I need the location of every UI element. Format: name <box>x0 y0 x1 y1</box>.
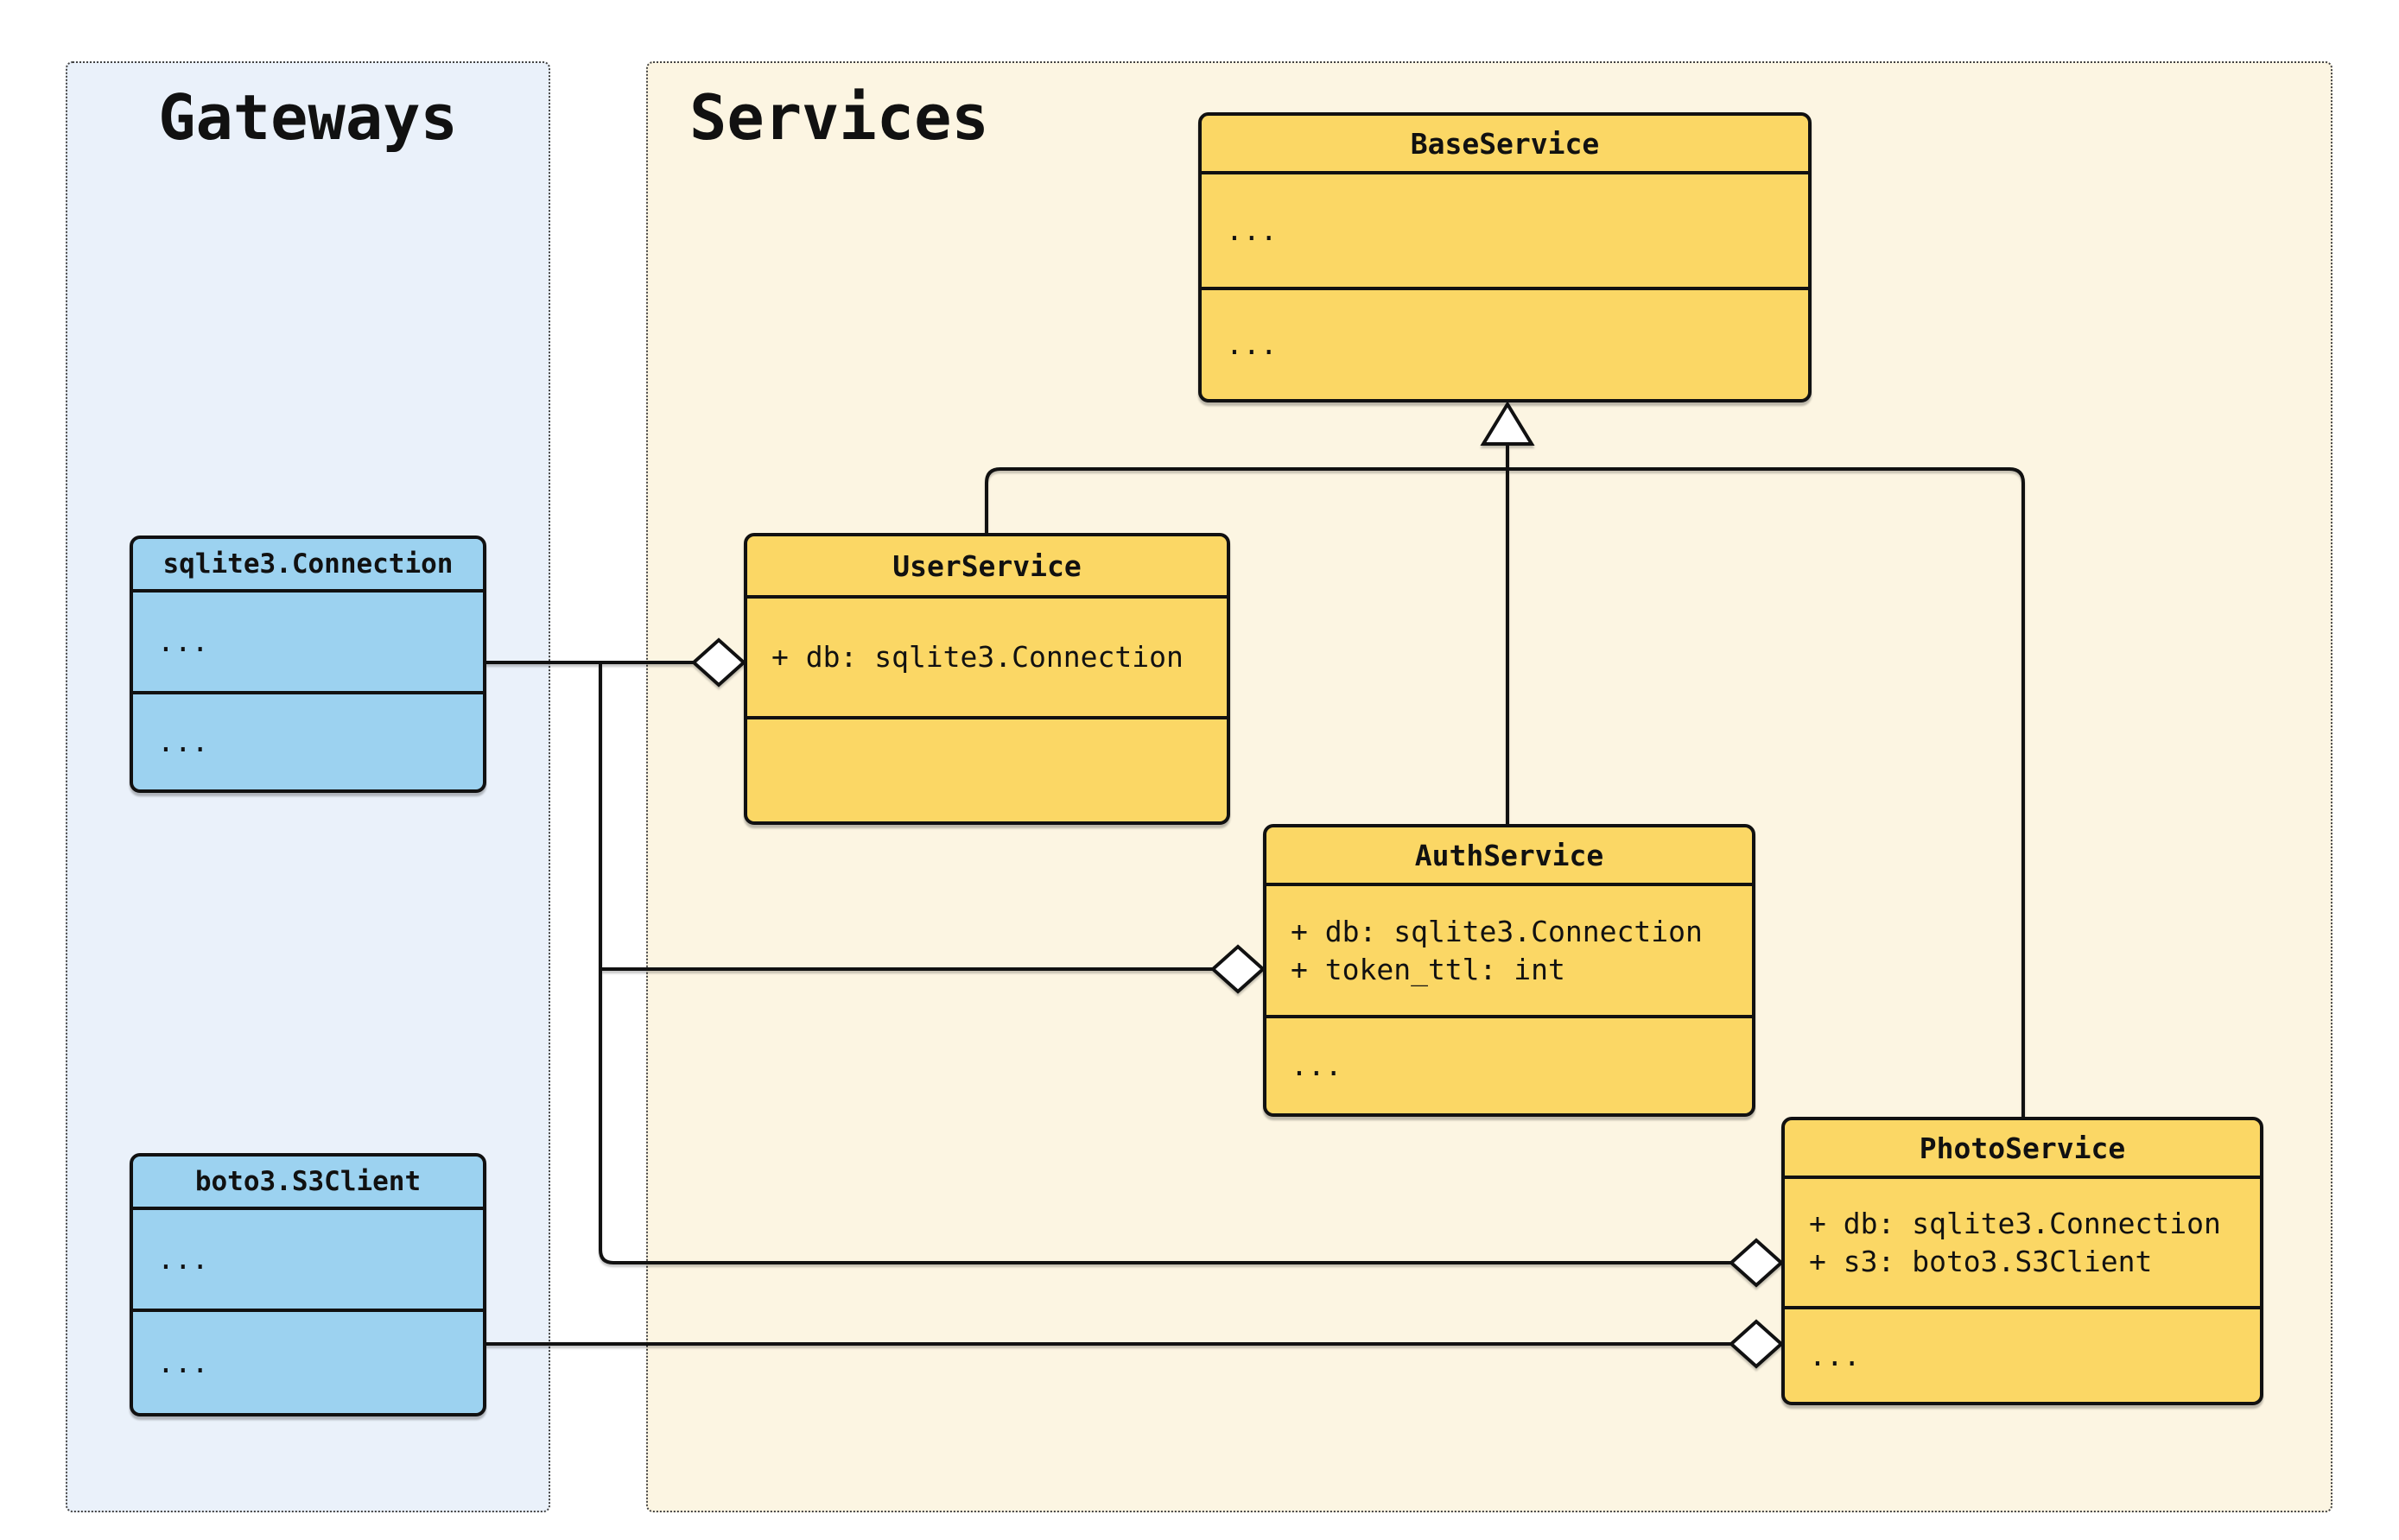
attribute-line: + token_ttl: int <box>1291 952 1565 986</box>
class-methods: ... <box>1266 1018 1752 1113</box>
attribute-line: + db: sqlite3.Connection <box>1809 1206 2221 1240</box>
class-title: BaseService <box>1202 116 1808 174</box>
attribute-line: + db: sqlite3.Connection <box>1291 914 1703 948</box>
inheritance-triangle-icon <box>1480 401 1535 446</box>
method-line: ... <box>157 725 209 758</box>
class-title: UserService <box>747 536 1227 599</box>
attribute-line: + s3: boto3.S3Client <box>1809 1244 2153 1278</box>
class-attributes: + db: sqlite3.Connection + token_ttl: in… <box>1266 886 1752 1018</box>
aggregation-diamond-icon-auth <box>1210 944 1266 994</box>
class-attributes: ... <box>133 593 483 694</box>
class-title: boto3.S3Client <box>133 1157 483 1210</box>
aggregation-diamond-icon-user <box>691 637 746 688</box>
panel-services-title: Services <box>689 81 989 154</box>
class-title: sqlite3.Connection <box>133 539 483 593</box>
inheritance-rail-line <box>985 467 2025 1117</box>
class-methods: ... <box>133 1312 483 1413</box>
aggregation-diamond-icon-photo-s3 <box>1729 1319 1784 1369</box>
class-methods: ... <box>133 694 483 789</box>
class-box-sqlite3-connection: sqlite3.Connection ... ... <box>130 536 486 793</box>
class-box-boto3-s3client: boto3.S3Client ... ... <box>130 1153 486 1416</box>
panel-gateways-title: Gateways <box>158 81 458 154</box>
class-attributes: ... <box>133 1210 483 1312</box>
class-box-baseservice: BaseService ... ... <box>1198 112 1812 402</box>
method-line: ... <box>157 1345 209 1379</box>
class-attributes: + db: sqlite3.Connection + s3: boto3.S3C… <box>1785 1179 2260 1309</box>
attribute-line: ... <box>157 1242 209 1276</box>
aggregation-line-sqlite-photo <box>599 662 1731 1264</box>
class-box-userservice: UserService + db: sqlite3.Connection <box>744 533 1230 825</box>
class-attributes: ... <box>1202 174 1808 290</box>
method-line: ... <box>1291 1049 1342 1082</box>
class-methods <box>747 719 1227 821</box>
aggregation-diamond-icon-photo-db <box>1729 1238 1784 1288</box>
attribute-line: + db: sqlite3.Connection <box>771 640 1184 674</box>
class-box-authservice: AuthService + db: sqlite3.Connection + t… <box>1263 824 1755 1117</box>
attribute-line: ... <box>157 624 209 658</box>
class-attributes: + db: sqlite3.Connection <box>747 599 1227 719</box>
class-methods: ... <box>1785 1309 2260 1402</box>
method-line: ... <box>1226 327 1278 361</box>
class-title: AuthService <box>1266 827 1752 886</box>
attribute-line: ... <box>1226 213 1278 247</box>
class-title: PhotoService <box>1785 1120 2260 1179</box>
class-methods: ... <box>1202 290 1808 399</box>
class-box-photoservice: PhotoService + db: sqlite3.Connection + … <box>1781 1117 2263 1405</box>
method-line: ... <box>1809 1338 1861 1372</box>
